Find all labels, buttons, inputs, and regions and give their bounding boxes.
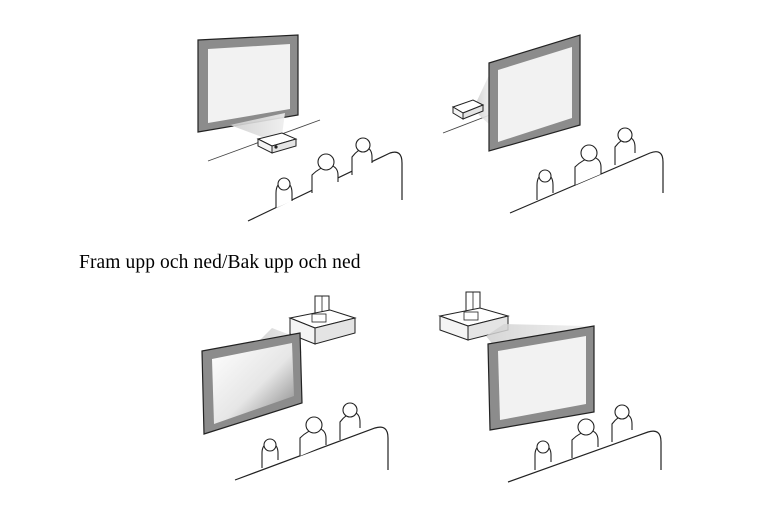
projector-icon [256, 132, 298, 154]
screen-icon [488, 34, 581, 152]
audience-icon [509, 127, 664, 214]
front-table-figure [180, 25, 415, 235]
ceiling-projector-icon [288, 295, 357, 345]
audience-icon [247, 137, 403, 222]
screen-icon [197, 34, 299, 133]
rear-ceiling-figure [430, 288, 670, 488]
ceiling-projector-icon [438, 291, 510, 341]
screen-icon [201, 332, 303, 435]
caption-text: Fram upp och ned/Bak upp och ned [79, 252, 361, 273]
projector-icon [451, 99, 485, 120]
audience-icon [507, 404, 662, 483]
front-ceiling-figure [190, 288, 395, 488]
rear-table-figure [435, 25, 675, 220]
audience-icon [234, 402, 389, 481]
screen-icon [487, 325, 595, 431]
